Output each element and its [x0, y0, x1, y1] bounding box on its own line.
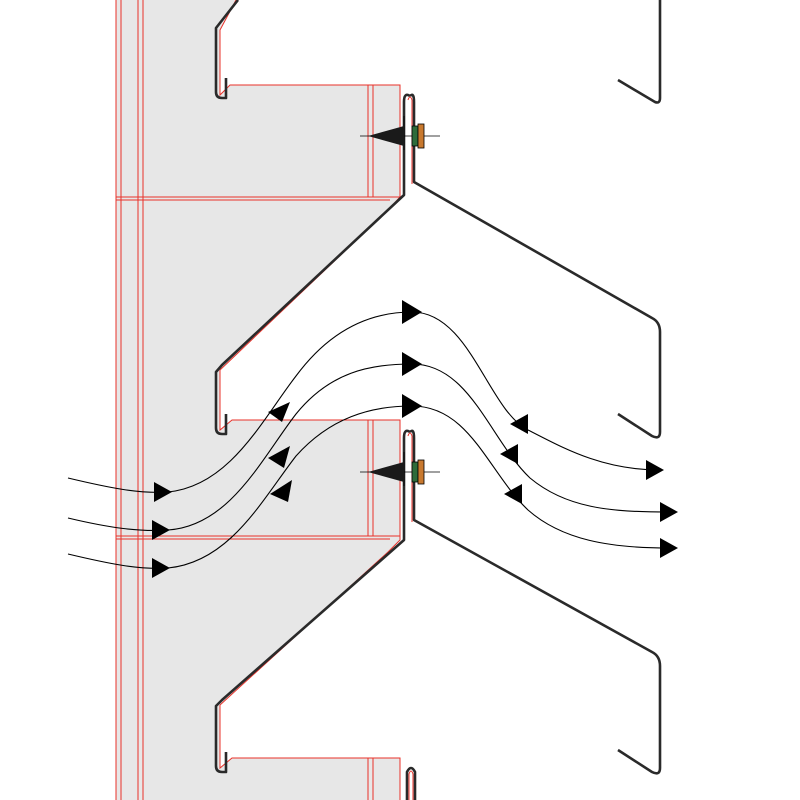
- triangle-arrow-icon: [504, 484, 522, 504]
- louvre-blade: [409, 93, 662, 439]
- hook-red-lines: [407, 96, 414, 800]
- triangle-arrow-icon: [270, 480, 292, 502]
- bolt-nut: [417, 123, 425, 149]
- louvre-blade: [409, 429, 662, 775]
- louvre-blade-back: [617, 0, 662, 104]
- fastener-lower: [360, 452, 440, 486]
- wall-red-outlines: [115, 0, 401, 800]
- triangle-arrow-icon: [660, 502, 678, 522]
- louvre-blades: [214, 0, 662, 800]
- wall-section: [116, 0, 400, 800]
- hook-red-line: [407, 96, 413, 184]
- triangle-arrow-icon: [268, 446, 290, 468]
- triangle-arrow-icon: [268, 402, 290, 422]
- bolt-icon: [368, 462, 404, 482]
- triangle-arrow-icon: [402, 394, 422, 418]
- red-block-outline: [219, 370, 401, 706]
- triangle-arrow-icon: [660, 538, 678, 558]
- triangle-arrow-icon: [152, 520, 170, 540]
- wall-section-fill: [116, 0, 400, 800]
- triangle-arrow-icon: [402, 300, 422, 324]
- louvre-blade: [214, 429, 411, 774]
- triangle-arrow-icon: [402, 352, 422, 376]
- triangle-arrow-icon: [154, 482, 172, 502]
- hook-red-line: [408, 770, 414, 800]
- hook-red-line: [407, 432, 413, 522]
- triangle-arrow-icon: [500, 444, 518, 464]
- louvre-blade: [214, 0, 240, 100]
- triangle-arrow-icon: [152, 558, 170, 578]
- airflow-arrowheads: [152, 300, 678, 578]
- bolt-washer: [411, 125, 419, 147]
- bolt-washer: [411, 461, 419, 483]
- red-block-outline: [219, 705, 401, 800]
- triangle-arrow-icon: [510, 414, 528, 434]
- bolt-icon: [368, 126, 404, 146]
- fastener-upper: [360, 116, 440, 150]
- bolt-nut: [417, 459, 425, 485]
- louvre-blade: [214, 93, 411, 436]
- louvre-blade: [405, 766, 417, 800]
- triangle-arrow-icon: [646, 460, 664, 480]
